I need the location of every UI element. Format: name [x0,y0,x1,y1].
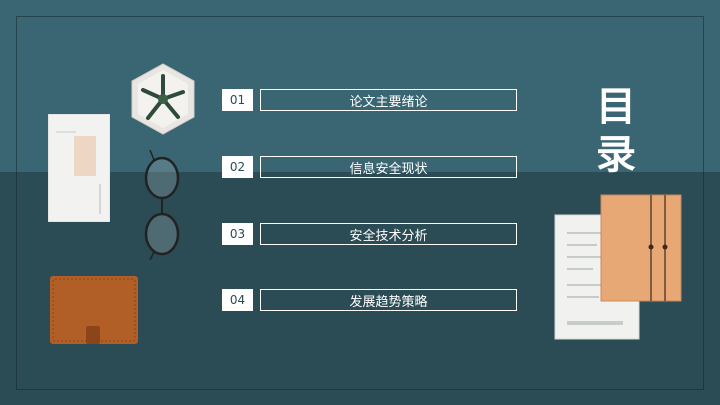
succulent-plant-image [131,63,195,135]
notes-and-folder-image [554,194,682,340]
paper-notebook-image [48,114,110,222]
title-char-2: 录 [596,132,636,178]
toc-number: 02 [222,156,253,178]
toc-number: 03 [222,223,253,245]
leather-wallet-image [50,276,138,344]
toc-label: 发展趋势策略 [260,289,517,311]
title-char-1: 目 [596,84,636,130]
eyeglasses-image [144,150,180,260]
toc-number: 04 [222,289,253,311]
slide-frame [16,16,704,390]
toc-label: 论文主要绪论 [260,89,517,111]
toc-label: 信息安全现状 [260,156,517,178]
toc-number: 01 [222,89,253,111]
toc-label: 安全技术分析 [260,223,517,245]
